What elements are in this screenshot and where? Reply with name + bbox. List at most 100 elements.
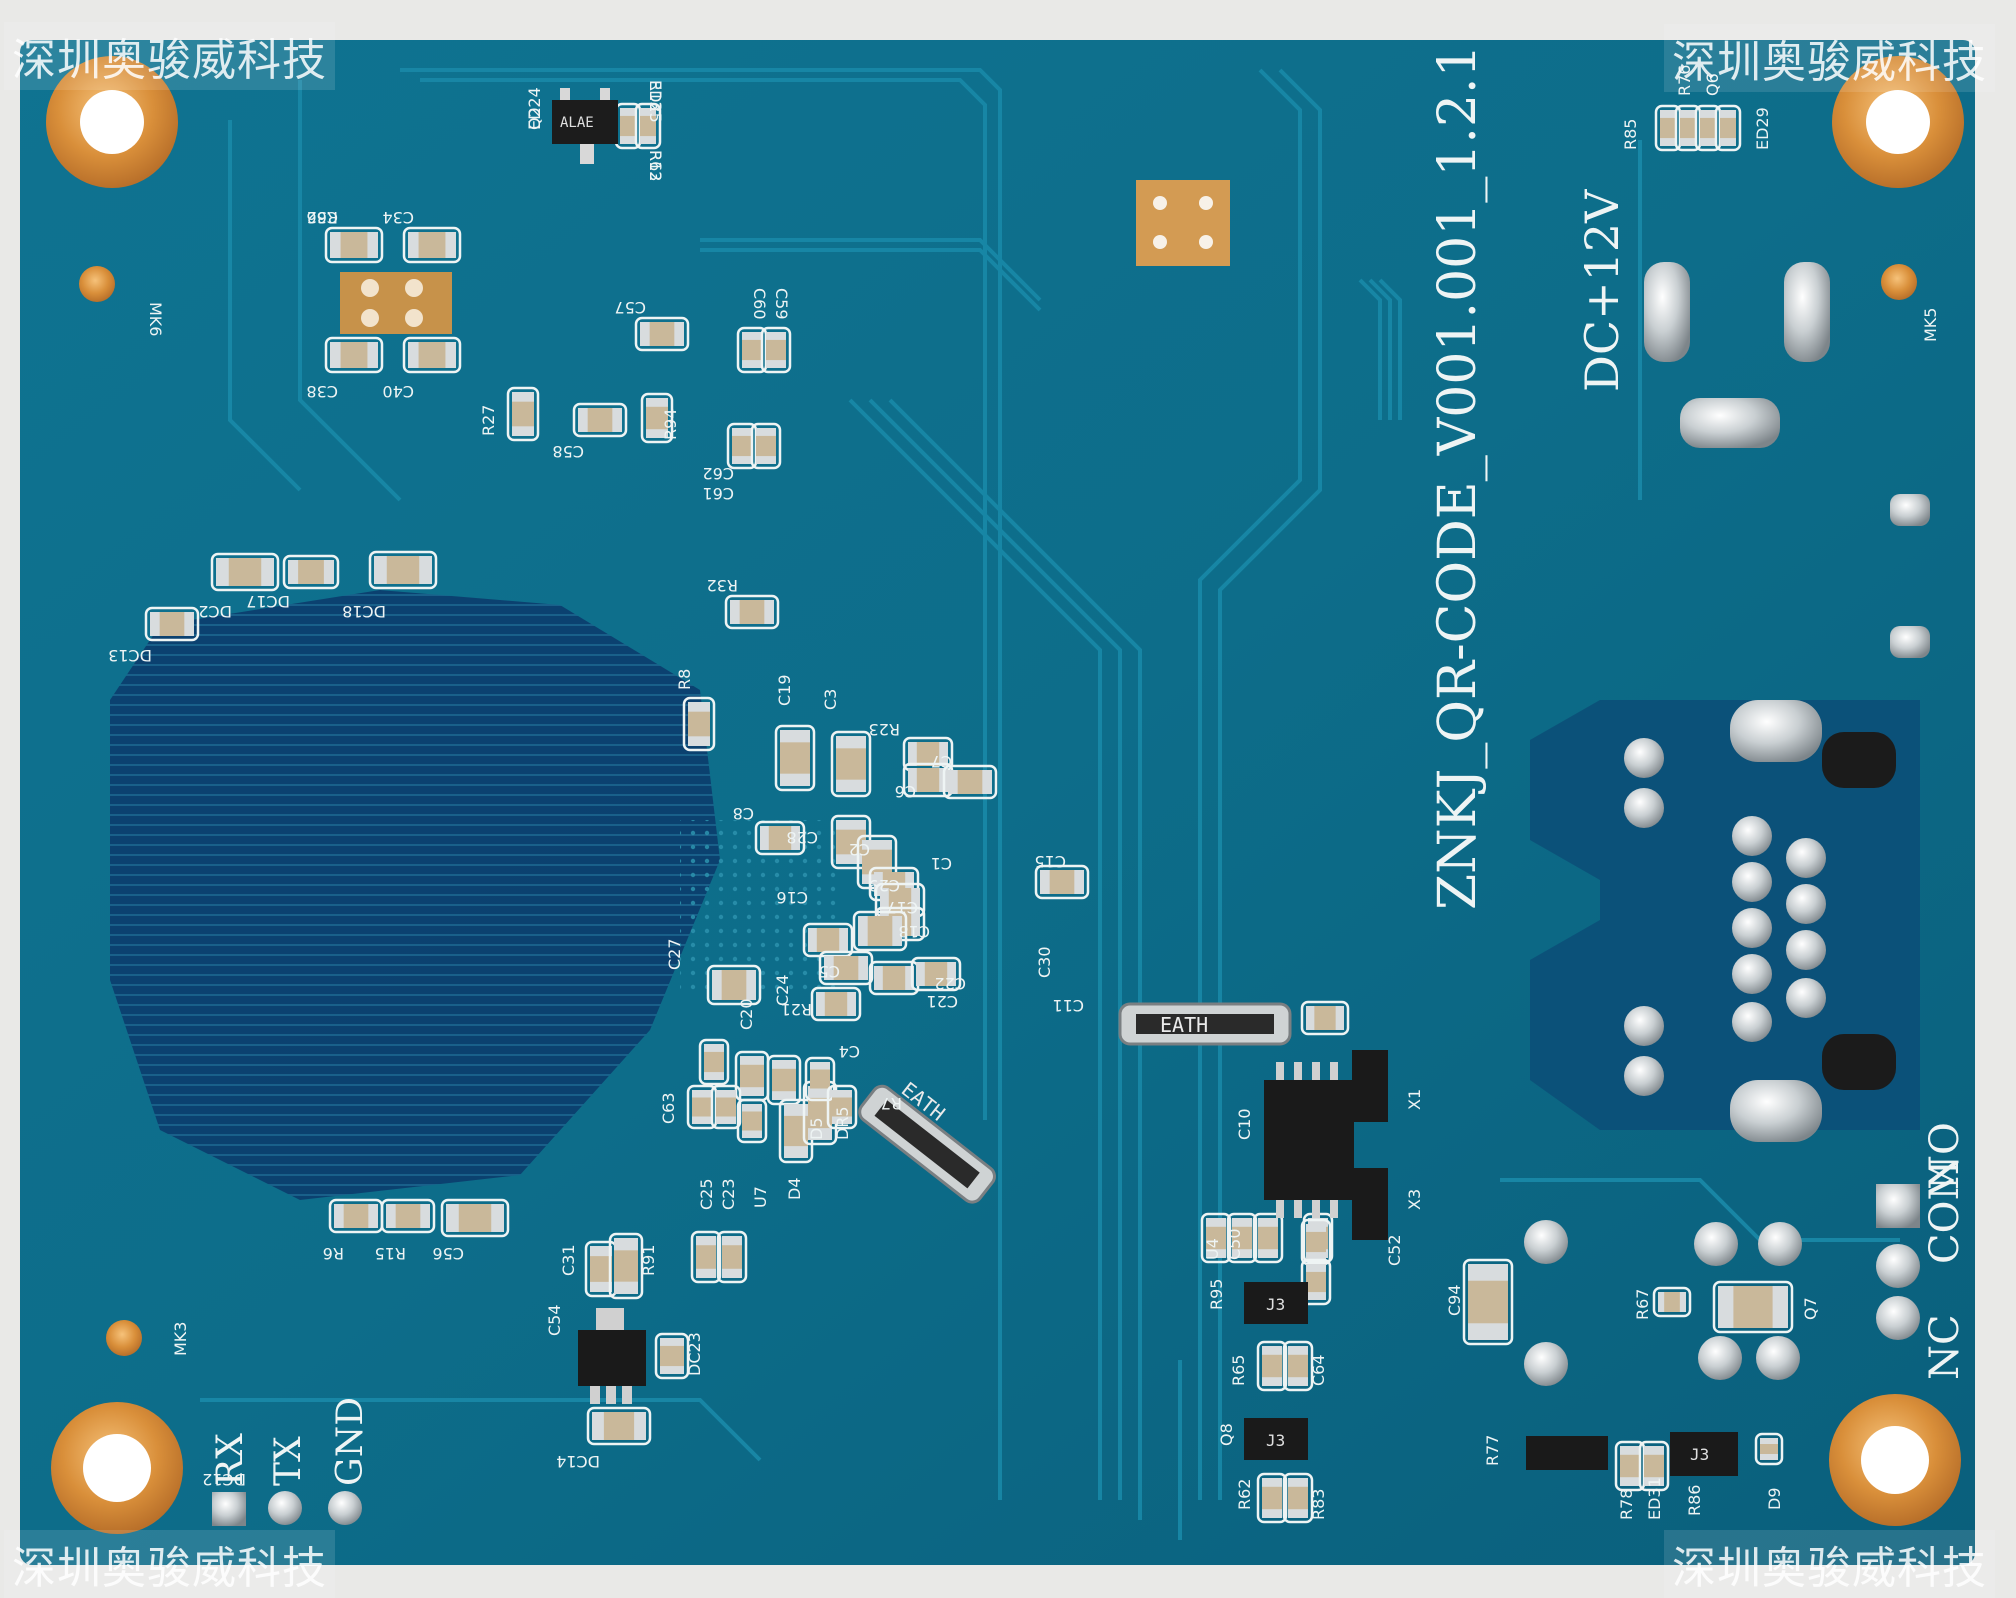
db9-pin (1624, 1056, 1664, 1096)
smd-part (506, 386, 540, 442)
refdes-label: R83 (1309, 1489, 1328, 1520)
refdes-label: ED24 (525, 87, 544, 130)
smd-part (750, 422, 782, 470)
smd-part (1638, 1440, 1670, 1492)
smd-part (726, 422, 758, 470)
smd-part (698, 1038, 730, 1086)
mark-pad-mk6 (79, 266, 115, 302)
refdes-label: R95 (1207, 1279, 1226, 1310)
db9-pin (1732, 954, 1772, 994)
smd-part (760, 326, 792, 374)
watermark-top-left: 深圳奥骏威科技 (4, 22, 335, 90)
refdes-label: DC2 (198, 602, 232, 621)
refdes-label: C8 (733, 804, 754, 823)
refdes-label: DC14 (556, 1452, 600, 1471)
refdes-label: R62 (1235, 1479, 1254, 1510)
db9-pin (1786, 930, 1826, 970)
refdes-label: C22 (934, 974, 966, 993)
watermark-bottom-right: 深圳奥骏威科技 (1664, 1530, 1995, 1598)
ic-q6-marking: J3 (1690, 1445, 1709, 1464)
smd-part (1034, 864, 1090, 900)
smd-part (868, 960, 920, 996)
refdes-label: ED25 (646, 80, 665, 123)
refdes-label: C31 (559, 1244, 578, 1276)
db9-pin (1624, 1006, 1664, 1046)
refdes-label: ED31 (1645, 1477, 1664, 1520)
smd-part (144, 606, 200, 642)
refdes-label: R86 (1685, 1485, 1704, 1516)
refdes-label: C50 (1225, 1228, 1244, 1260)
refdes-label: R13 (646, 80, 665, 111)
mark-pad-mk3 (106, 1320, 142, 1356)
ic-q2 (552, 88, 618, 164)
refdes-label: C11 (1052, 996, 1084, 1015)
db9-pin (1732, 816, 1772, 856)
smd-part (634, 102, 662, 150)
refdes-label: C58 (552, 442, 584, 461)
smd-components (144, 102, 1794, 1524)
smd-part (608, 1232, 644, 1300)
smd-part (640, 392, 674, 444)
db9-pin (1732, 862, 1772, 902)
ic-q2-marking: ALAE (560, 115, 594, 131)
smd-part (1282, 1340, 1314, 1392)
refdes-label: C18 (898, 922, 930, 941)
refdes-label: R7 (881, 1094, 902, 1113)
smd-part (690, 1230, 722, 1284)
mounting-hole-tr (1832, 56, 1964, 188)
refdes-label: C94 (1445, 1284, 1464, 1316)
refdes-label: C29 (868, 876, 900, 895)
refdes-label: Q2 (525, 107, 544, 130)
mark-mk3-label: MK3 (171, 1322, 190, 1356)
refdes-label: C34 (382, 208, 414, 227)
smd-part (724, 594, 780, 630)
refdes-label: C25 (697, 1178, 716, 1210)
smd-part (736, 1098, 768, 1144)
smd-part (706, 964, 762, 1006)
uart-header (212, 1491, 362, 1526)
crystal-x1 (858, 1084, 996, 1204)
mark-pad-mk5 (1881, 264, 1917, 300)
refdes-label: U4 (1203, 1238, 1222, 1260)
refdes-label: C64 (1309, 1354, 1328, 1386)
refdes-label: C4 (839, 1042, 860, 1061)
refdes-label: U7 (751, 1186, 770, 1208)
smd-part (1462, 1258, 1514, 1346)
refdes-label: D9 (1765, 1488, 1784, 1511)
refdes-label: R77 (1483, 1435, 1502, 1466)
smd-part (774, 724, 816, 792)
ic-u4 (578, 1308, 646, 1404)
db9-pin (1624, 788, 1664, 828)
refdes-label: C61 (702, 484, 734, 503)
relay-pins (1524, 1184, 1920, 1386)
smd-part (634, 316, 690, 352)
uart-gnd-label: GND (330, 1397, 371, 1486)
smd-part (1256, 1472, 1288, 1524)
refdes-label: C3 (821, 689, 840, 710)
smd-part (1300, 1000, 1350, 1036)
refdes-label: C10 (1235, 1108, 1254, 1140)
refdes-label: DR5 (833, 1106, 852, 1140)
refdes-label: DC18 (342, 602, 386, 621)
mounting-hole-tl (46, 56, 178, 188)
refdes-label: C19 (775, 674, 794, 706)
refdes-label: Q7 (1801, 1297, 1820, 1320)
refdes-label: R63 (646, 150, 665, 181)
refdes-label: C2 (849, 840, 870, 859)
smd-part (804, 1056, 836, 1102)
refdes-label: C5 (819, 962, 840, 981)
smd-part (830, 814, 872, 870)
smd-part (766, 1054, 802, 1106)
relay-no-label: NO (1922, 1122, 1968, 1190)
smd-part (584, 1240, 618, 1298)
smd-part (818, 950, 874, 986)
refdes-label: C28 (786, 828, 818, 847)
smd-part (778, 1098, 814, 1164)
relay-nc-label: NC (1922, 1314, 1968, 1380)
refdes-label: R67 (1633, 1289, 1652, 1320)
db9-pin (1732, 908, 1772, 948)
smd-part (1282, 1472, 1314, 1524)
refdes-label: DC12 (202, 1470, 246, 1489)
db9-pin (1732, 1002, 1772, 1042)
